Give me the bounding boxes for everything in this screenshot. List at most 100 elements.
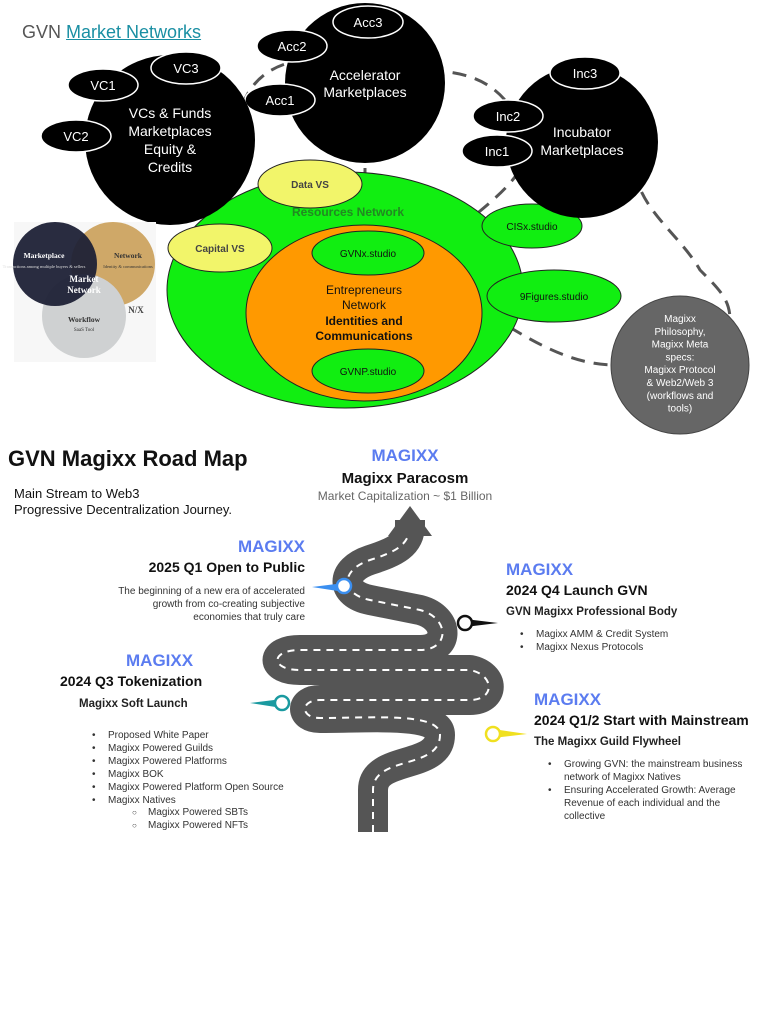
- text-line: Equity &: [144, 141, 197, 157]
- list-item: Magixx Powered Guilds: [92, 742, 322, 755]
- text-line: Magixx Protocol: [644, 365, 715, 376]
- network-title: GVN Market Networks: [22, 22, 201, 43]
- roadmap-title: GVN Magixx Road Map: [8, 446, 248, 471]
- milestone-2024-q3: MAGIXX 2024 Q3 Tokenization Magixx Soft …: [60, 651, 230, 710]
- milestone-2024-q12-list: Growing GVN: the mainstream business net…: [548, 758, 748, 823]
- text-line: specs:: [666, 352, 695, 363]
- gvnx-studio-node: [311, 230, 425, 276]
- acc3-label: Acc3: [354, 15, 383, 30]
- magixx-brand-2024-q3: MAGIXX: [126, 651, 194, 670]
- list-item: Magixx Powered SBTs: [132, 806, 312, 819]
- magixx-brand-2024-q12: MAGIXX: [534, 690, 602, 709]
- list-item: Magixx Powered Platforms: [92, 755, 322, 768]
- vc1-node: [67, 68, 139, 102]
- connector-bottom: [489, 313, 616, 367]
- milestone-2024-q12: MAGIXX 2024 Q1/2 Start with Mainstream T…: [534, 690, 762, 823]
- inc1-label: Inc1: [485, 144, 510, 159]
- text-line: & Web2/Web 3: [647, 378, 714, 389]
- gvnx-studio-label: GVNx.studio: [340, 249, 397, 260]
- text-line: Credits: [148, 159, 192, 175]
- roadmap-subtitle: Main Stream to Web3 Progressive Decentra…: [14, 486, 232, 518]
- list-item: Growing GVN: the mainstream business net…: [548, 758, 748, 784]
- milestone-2025-q1-title: 2025 Q1 Open to Public: [148, 559, 305, 575]
- connector-inc-down: [448, 169, 522, 241]
- text-line: tools): [668, 404, 692, 415]
- road-arrow-head: [388, 506, 432, 536]
- gvnp-studio-label: GVNP.studio: [340, 367, 397, 378]
- list-item: Proposed White Paper: [92, 729, 322, 742]
- text-line: Market: [70, 274, 99, 284]
- capital-vs-node: [167, 223, 273, 273]
- vc2-node: [40, 119, 112, 153]
- milestone-2024-q12-sub: The Magixx Guild Flywheel: [534, 736, 681, 748]
- list-item: Magixx AMM & Credit System: [520, 628, 736, 641]
- magixx-philosophy-node: [610, 295, 750, 435]
- inc1-node: [461, 134, 533, 168]
- milestone-2024-q4-sub: GVN Magixx Professional Body: [506, 606, 678, 618]
- roadmap-subtitle-line2: Progressive Decentralization Journey.: [14, 502, 232, 517]
- text-line: Magixx: [664, 314, 696, 325]
- text-line: Marketplaces: [540, 142, 623, 158]
- inc3-node: [549, 56, 621, 90]
- text-line: Magixx Meta: [652, 340, 709, 351]
- resources-network-label: Resources Network: [292, 205, 404, 219]
- entrepreneurs-bold2: Communications: [315, 329, 413, 343]
- magixx-brand-top: MAGIXX: [371, 446, 439, 465]
- cisx-studio-label: CISx.studio: [506, 222, 558, 233]
- list-item: Ensuring Accelerated Growth: Average Rev…: [548, 784, 748, 823]
- paracosm-title: Magixx Paracosm: [341, 470, 469, 487]
- vc3-label: VC3: [173, 61, 198, 76]
- market-network-venn: Marketplace Transactions among multiple …: [3, 222, 156, 362]
- pin-2024-q4: [456, 614, 498, 632]
- list-item: Magixx Powered Platform Open Source: [92, 781, 322, 794]
- magixx-brand-2024-q4: MAGIXX: [506, 560, 574, 579]
- entrepreneurs-network-ellipse: [245, 224, 483, 402]
- inc2-node: [472, 99, 544, 133]
- milestone-2024-q4: MAGIXX 2024 Q4 Launch GVN GVN Magixx Pro…: [506, 560, 736, 654]
- pin-2024-q3: [250, 694, 291, 712]
- ninefigures-studio-node: [486, 269, 622, 323]
- text-line: Incubator: [553, 124, 612, 140]
- capital-vs-label: Capital VS: [195, 244, 245, 255]
- roadmap-subtitle-line1: Main Stream to Web3: [14, 486, 140, 501]
- venn-marketplace-desc: Transactions among multiple buyers & sel…: [3, 264, 86, 269]
- list-item: Magixx Natives: [92, 794, 322, 807]
- text-line: Philosophy,: [655, 327, 706, 338]
- text-line: VCs & Funds: [129, 105, 211, 121]
- inc2-label: Inc2: [496, 109, 521, 124]
- text-line: Marketplaces: [323, 84, 406, 100]
- network-title-prefix: GVN: [22, 22, 62, 42]
- inc3-label: Inc3: [573, 66, 598, 81]
- pin-2025-q1: [312, 577, 353, 595]
- vcs-funds-node: [85, 55, 255, 225]
- milestone-2024-q3-title: 2024 Q3 Tokenization: [60, 673, 203, 689]
- connector-inc-right: [633, 169, 732, 321]
- text-line: (workflows and: [647, 391, 714, 402]
- vc1-label: VC1: [90, 78, 115, 93]
- data-vs-node: [257, 159, 363, 209]
- venn-network-desc: Identity & communications: [103, 264, 153, 269]
- milestone-2025-q1-desc: The beginning of a new era of accelerate…: [118, 586, 305, 623]
- acc2-node: [256, 29, 328, 63]
- paracosm-subtitle: Market Capitalization ~ $1 Billion: [317, 489, 493, 503]
- venn-marketplace-circle: [13, 222, 97, 306]
- venn-network-label: Network: [114, 251, 143, 260]
- list-item: Magixx Powered NFTs: [132, 819, 312, 832]
- acc3-node: [332, 5, 404, 39]
- text-line: Network: [67, 285, 101, 295]
- entrepreneurs-bold1: Identities and: [325, 314, 402, 328]
- list-item: Magixx Nexus Protocols: [520, 641, 736, 654]
- incubator-marketplaces-node: [506, 66, 658, 218]
- text-line: Accelerator: [330, 67, 401, 83]
- acc2-label: Acc2: [278, 39, 307, 54]
- market-network-diagram: Resources Network Entrepreneurs Network …: [3, 3, 750, 435]
- entrepreneurs-line2: Network: [342, 298, 387, 312]
- nfx-logo: N/X: [128, 305, 144, 315]
- milestone-2024-q4-list: Magixx AMM & Credit System Magixx Nexus …: [520, 628, 736, 654]
- market-networks-link[interactable]: Market Networks: [66, 22, 202, 42]
- acc1-label: Acc1: [266, 93, 295, 108]
- ninefigures-studio-label: 9Figures.studio: [520, 292, 589, 303]
- text-line: Marketplaces: [128, 123, 211, 139]
